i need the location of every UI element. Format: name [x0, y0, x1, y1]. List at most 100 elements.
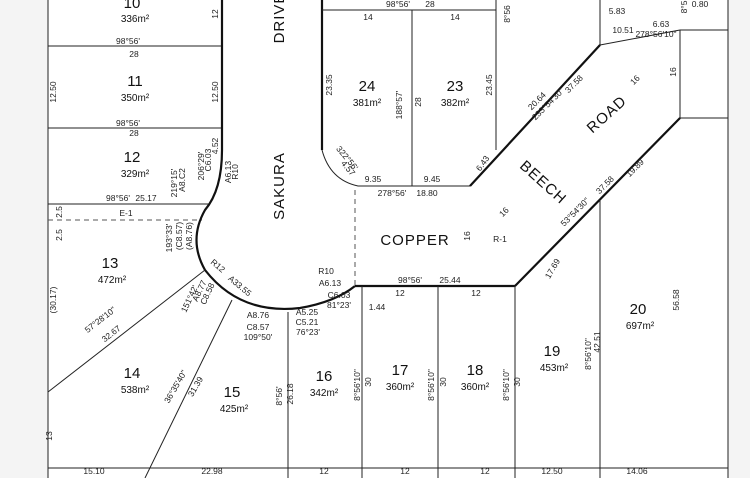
dimension-label: 17.69: [543, 257, 562, 281]
lot-ne-boundary: [599, 29, 681, 46]
dimension-label: 2.5: [54, 206, 64, 218]
dimension-label: 9.35: [365, 174, 382, 184]
dimension-label: C6.03: [328, 290, 351, 300]
dimension-label: 28: [129, 49, 139, 59]
dimension-label: 109°50': [244, 332, 273, 342]
lot-19-number: 19: [544, 343, 561, 360]
dimension-label: 6.43: [474, 153, 492, 173]
dimension-label: 16: [497, 205, 511, 219]
lot-23-area: 382m²: [441, 98, 470, 109]
dimension-label: 2.5: [54, 229, 64, 241]
road-name-road: ROAD: [584, 92, 631, 136]
dimension-label: 23.35: [324, 74, 334, 96]
dimension-label: 81°23': [327, 300, 351, 310]
dimension-label: 193°33': [164, 223, 174, 252]
dimension-label: 28: [413, 97, 423, 107]
lot-14-area: 538m²: [121, 385, 150, 396]
dimension-label: 8°56'10": [583, 338, 593, 370]
lot-17-area: 360m²: [386, 382, 415, 393]
lot-16-number: 16: [316, 368, 333, 385]
dimension-label: 8°56: [502, 5, 512, 23]
lot-20-area: 697m²: [626, 321, 655, 332]
dimension-label: 25.44: [439, 275, 461, 285]
lot-14-number: 14: [124, 365, 141, 382]
dimension-label: 31.39: [186, 375, 205, 399]
dimension-label: 32.67: [100, 323, 123, 344]
dimension-label: 5.83: [609, 6, 626, 16]
lot-14-15-boundary: [144, 299, 233, 478]
dimension-label: 76°23': [296, 327, 320, 337]
dimension-label: 14: [450, 12, 460, 22]
dimension-label: R10: [318, 266, 334, 276]
dimension-label: R12: [209, 257, 228, 275]
lot-18-area: 360m²: [461, 382, 490, 393]
dimension-label: 42.51: [592, 331, 602, 353]
dimension-label: 12: [471, 288, 481, 298]
lot-19-area: 453m²: [540, 363, 569, 374]
lot-24-south-boundary: [321, 149, 470, 187]
lot-12-number: 12: [124, 149, 141, 166]
dimension-label: 12: [210, 9, 220, 19]
dimension-label: A6.13: [223, 161, 233, 183]
dimension-label: 22.98: [201, 466, 223, 476]
dimension-label: 12: [400, 466, 410, 476]
lot-10-area: 336m²: [121, 14, 150, 25]
dimension-label: 19.89: [624, 157, 646, 179]
dimension-label: 188°57': [394, 90, 404, 119]
dimension-label: R10: [230, 164, 240, 180]
lot-13-area: 472m²: [98, 275, 127, 286]
lot-18-number: 18: [467, 362, 484, 379]
dimension-label: 37.58: [563, 73, 585, 95]
dimension-label: 12.50: [210, 81, 220, 103]
dimension-label: 219°15': [169, 168, 179, 197]
dimension-label: 30: [512, 377, 522, 387]
dimension-label: 0.80: [692, 0, 709, 9]
dimension-label: 98°56': [398, 275, 422, 285]
dimension-label: 8°56'10": [426, 369, 436, 401]
dimension-label: 98°56': [106, 193, 130, 203]
easement-label: E-1: [119, 208, 133, 218]
lot-11-number: 11: [127, 73, 143, 90]
dimension-label: 6.63: [653, 19, 670, 29]
sakura-drive-curve: [195, 149, 356, 310]
dimension-label: 36°35'40": [162, 368, 189, 405]
dimension-label: 8°5: [679, 0, 689, 13]
dimension-label: 9.45: [424, 174, 441, 184]
lot-16-area: 342m²: [310, 388, 339, 399]
dimension-label: 14.06: [626, 466, 648, 476]
dimension-label: 28: [129, 128, 139, 138]
dimension-label: 13: [44, 431, 54, 441]
lot-10-number: 10: [124, 0, 141, 12]
dimension-label: A8.C2: [177, 168, 187, 192]
lot-11-area: 350m²: [121, 93, 150, 104]
road-name-beech: BEECH: [516, 157, 570, 208]
road-name-drive: DRIVE: [271, 0, 288, 43]
dimension-label: C6.03: [203, 148, 213, 171]
dimension-label: (30.17): [48, 286, 58, 313]
lot-24-area: 381m²: [353, 98, 382, 109]
dimension-label: 8°56': [274, 386, 284, 406]
dimension-label: 14: [363, 12, 373, 22]
dimension-label: A6.13: [319, 278, 341, 288]
dimension-label: (C8.57): [174, 222, 184, 251]
beech-road-south-edge: [514, 117, 681, 287]
lot-17-number: 17: [392, 362, 409, 379]
dimension-label: 12.50: [541, 466, 563, 476]
dimension-label: 16: [462, 231, 472, 241]
lot-24-number: 24: [359, 78, 376, 95]
dimension-label: 278°56': [378, 188, 407, 198]
dimension-label: 18.80: [416, 188, 438, 198]
dimension-label: C8.57: [247, 322, 270, 332]
dimension-label: 12: [395, 288, 405, 298]
dimension-label: 4.52: [210, 137, 220, 154]
dimension-label: 98°56': [116, 36, 140, 46]
dimension-label: 98°56': [116, 118, 140, 128]
dimension-label: 8°56'10": [352, 369, 362, 401]
lot-23-number: 23: [447, 78, 464, 95]
dimension-label: 25.17: [135, 193, 157, 203]
reserve-label: R-1: [493, 234, 507, 244]
dimension-label: 28: [425, 0, 435, 9]
beech-road-north-edge: [469, 44, 601, 187]
dimension-label: 98°56': [386, 0, 410, 9]
dimension-label: 10.51: [612, 25, 634, 35]
